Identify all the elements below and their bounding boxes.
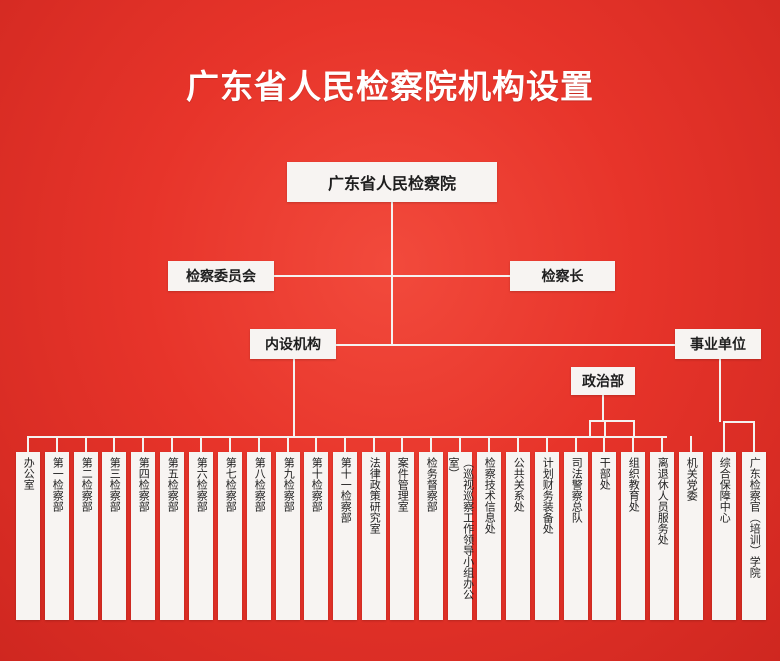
public-box: 事业单位 — [675, 329, 761, 359]
department-column: 第二检察部 — [74, 452, 98, 620]
connector-line — [575, 436, 577, 452]
department-label: 第五检察部 — [166, 457, 180, 512]
department-column: 组织教育处 — [621, 452, 645, 620]
connector-line — [391, 202, 393, 345]
department-column: 法律政策研究室 — [362, 452, 386, 620]
committee-box: 检察委员会 — [168, 261, 274, 291]
department-column: 计划财务装备处 — [535, 452, 559, 620]
connector-line — [719, 359, 721, 422]
department-label: 第十检察部 — [310, 457, 324, 512]
political-box: 政治部 — [571, 367, 635, 395]
department-label: 第六检察部 — [195, 457, 209, 512]
connector-line — [142, 436, 144, 452]
department-column: 第八检察部 — [247, 452, 271, 620]
root-box: 广东省人民检察院 — [287, 162, 497, 202]
department-label: 法律政策研究室 — [368, 457, 382, 534]
connector-line — [27, 436, 29, 452]
department-column: 干部处 — [592, 452, 616, 620]
department-label: 第十一检察部 — [339, 457, 353, 523]
connector-line — [229, 436, 231, 452]
department-label: 组织教育处 — [627, 457, 641, 512]
department-label: 离退休人员服务处 — [656, 457, 670, 545]
connector-line — [633, 420, 635, 436]
connector-line — [258, 436, 260, 452]
connector-line — [200, 436, 202, 452]
department-column: 办公室 — [16, 452, 40, 620]
connector-line — [589, 420, 633, 422]
department-label: 第一检察部 — [51, 457, 65, 512]
department-column: 第七检察部 — [218, 452, 242, 620]
department-column: 检务督察部 — [419, 452, 443, 620]
connector-line — [753, 421, 755, 452]
department-column: 案件管理室 — [390, 452, 414, 620]
connector-line — [27, 436, 667, 438]
connector-line — [56, 436, 58, 452]
department-label: 第四检察部 — [137, 457, 151, 512]
connector-line — [690, 436, 692, 452]
connector-line — [171, 436, 173, 452]
connector-line — [113, 436, 115, 452]
department-column: 司法警察总队 — [564, 452, 588, 620]
department-column: 第五检察部 — [160, 452, 184, 620]
chief-box: 检察长 — [510, 261, 615, 291]
department-column: 第十检察部 — [304, 452, 328, 620]
department-label: 第八检察部 — [253, 457, 267, 512]
connector-line — [336, 344, 675, 346]
department-label: 检务督察部 — [425, 457, 439, 512]
connector-line — [287, 436, 289, 452]
department-label: 干部处 — [598, 457, 612, 490]
department-label: 第七检察部 — [224, 457, 238, 512]
department-column: 检察技术信息处 — [477, 452, 501, 620]
connector-line — [373, 436, 375, 452]
connector-line — [85, 436, 87, 452]
connector-line — [315, 436, 317, 452]
connector-line — [604, 420, 606, 436]
department-label: 司法警察总队 — [570, 457, 584, 523]
connector-line — [517, 436, 519, 452]
department-column: 综合保障中心 — [712, 452, 736, 620]
connector-line — [603, 436, 605, 452]
department-label: 办公室 — [22, 457, 36, 490]
connector-line — [661, 436, 663, 452]
internal-box: 内设机构 — [250, 329, 336, 359]
connector-line — [602, 395, 604, 421]
connector-line — [632, 436, 634, 452]
department-label: 公共关系处 — [512, 457, 526, 512]
department-label: 检察技术信息处 — [483, 457, 497, 534]
connector-line — [344, 436, 346, 452]
department-column: 广东检察官︵培训︶学院 — [742, 452, 766, 620]
department-label: ︵巡视巡察工作领导小组办公室︶ — [447, 457, 475, 600]
department-label: 机关党委 — [685, 457, 699, 501]
department-column: 第四检察部 — [131, 452, 155, 620]
connector-line — [546, 436, 548, 452]
department-label: 计划财务装备处 — [541, 457, 555, 534]
department-column: 第一检察部 — [45, 452, 69, 620]
connector-line — [274, 275, 510, 277]
department-label: 案件管理室 — [396, 457, 410, 512]
department-column: ︵巡视巡察工作领导小组办公室︶ — [447, 452, 475, 620]
connector-line — [488, 436, 490, 452]
connector-line — [723, 421, 754, 423]
department-column: 第三检察部 — [102, 452, 126, 620]
connector-line — [459, 436, 461, 452]
department-column: 机关党委 — [679, 452, 703, 620]
connector-line — [589, 420, 591, 436]
department-label: 综合保障中心 — [718, 457, 732, 523]
page-title: 广东省人民检察院机构设置 — [186, 67, 594, 106]
connector-line — [293, 359, 295, 437]
department-column: 第九检察部 — [276, 452, 300, 620]
connector-line — [430, 436, 432, 452]
department-label: 第三检察部 — [108, 457, 122, 512]
department-column: 第六检察部 — [189, 452, 213, 620]
department-label: 第二检察部 — [80, 457, 94, 512]
department-column: 第十一检察部 — [333, 452, 357, 620]
department-label: 第九检察部 — [282, 457, 296, 512]
connector-line — [401, 436, 403, 452]
connector-line — [723, 421, 725, 452]
department-column: 公共关系处 — [506, 452, 530, 620]
department-column: 离退休人员服务处 — [650, 452, 674, 620]
department-label: 广东检察官︵培训︶学院 — [748, 457, 762, 578]
